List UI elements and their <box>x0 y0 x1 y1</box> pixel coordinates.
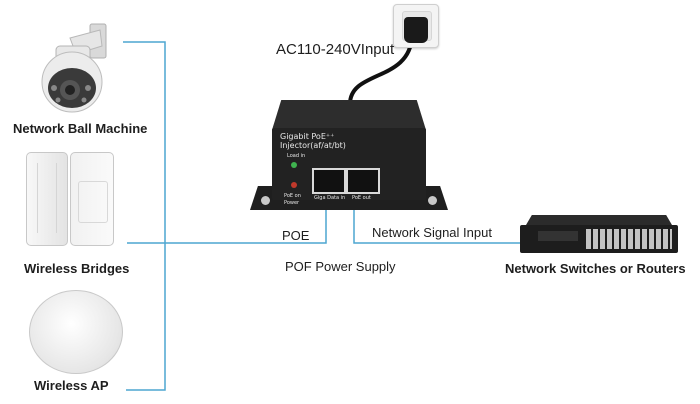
wireless-bridge-1 <box>26 152 68 246</box>
indicator-label-1: PoE on <box>284 193 301 199</box>
label-wireless-ap: Wireless AP <box>34 378 109 393</box>
plug <box>404 17 428 43</box>
switch-ports <box>586 229 672 249</box>
network-switch <box>520 215 678 257</box>
label-network-switches: Network Switches or Routers <box>505 261 686 276</box>
indicator-label-2: Power <box>284 200 300 206</box>
ac-cable <box>348 35 414 105</box>
led-red-icon <box>291 182 297 188</box>
led-green-icon <box>291 162 297 168</box>
label-poe: POE <box>282 228 310 243</box>
label-ac-input: AC110-240VInput <box>276 41 395 58</box>
injector-title-1: Gigabit PoE⁺⁺ <box>280 132 335 141</box>
injector-title-2: Injector(af/at/bt) <box>280 141 346 150</box>
wireless-bridge-2 <box>70 152 114 246</box>
load-label: Load in <box>287 153 306 159</box>
port-label-1: Giga Data in <box>314 195 346 201</box>
port-label-2: PoE out <box>352 195 371 201</box>
label-network-ball-machine: Network Ball Machine <box>13 121 148 136</box>
mount-hole-left <box>261 196 270 205</box>
line-ball-machine <box>123 41 166 391</box>
wall-socket <box>393 4 439 48</box>
port-data-in <box>312 168 346 194</box>
switch-front <box>520 225 678 253</box>
label-network-signal-input: Network Signal Input <box>372 225 492 240</box>
injector-top <box>272 100 426 130</box>
label-pof-power-supply: POF Power Supply <box>285 259 396 274</box>
poe-injector: Gigabit PoE⁺⁺ Injector(af/at/bt) Load in… <box>250 100 448 212</box>
label-wireless-bridges: Wireless Bridges <box>24 261 130 276</box>
port-poe-out <box>346 168 380 194</box>
wireless-ap-icon <box>29 290 123 374</box>
ptz-camera-icon <box>41 23 107 113</box>
mount-hole-right <box>428 196 437 205</box>
